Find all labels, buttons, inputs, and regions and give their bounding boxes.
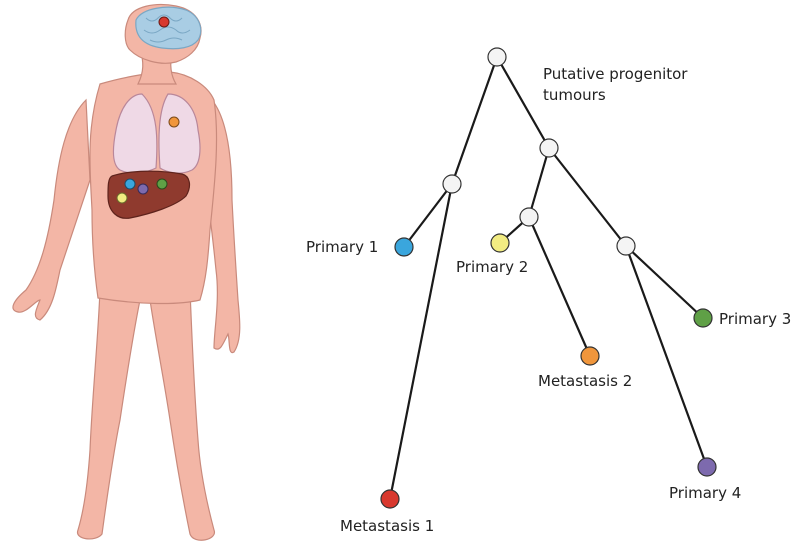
liver-dot-yellow (117, 193, 127, 203)
label-metastasis1: Metastasis 1 (340, 517, 434, 535)
leaf-node-primary1 (395, 238, 413, 256)
root-label-line1: Putative progenitor (543, 65, 688, 83)
liver-dot-purple (138, 184, 148, 194)
edge-d-primary4 (626, 246, 707, 467)
edge-root-b (497, 57, 549, 148)
progenitor-node-b (540, 139, 558, 157)
leaf-node-primary3 (694, 309, 712, 327)
edge-d-primary3 (626, 246, 703, 318)
progenitor-node-d (617, 237, 635, 255)
liver-dot-green (157, 179, 167, 189)
label-primary1: Primary 1 (306, 238, 378, 256)
brain-tumour-dot (159, 17, 169, 27)
label-primary4: Primary 4 (669, 484, 741, 502)
edge-b-d (549, 148, 626, 246)
leaf-node-primary4 (698, 458, 716, 476)
progenitor-node-a (443, 175, 461, 193)
leaf-node-primary2 (491, 234, 509, 252)
edge-a-metastasis1 (390, 184, 452, 499)
progenitor-node-root (488, 48, 506, 66)
liver-dot-blue (125, 179, 135, 189)
right-leg (150, 290, 214, 540)
label-primary2: Primary 2 (456, 258, 528, 276)
edge-root-a (452, 57, 497, 184)
leaf-node-metastasis1 (381, 490, 399, 508)
progenitor-node-c (520, 208, 538, 226)
left-arm (13, 100, 90, 320)
human-body-illustration (13, 5, 240, 541)
label-metastasis2: Metastasis 2 (538, 372, 632, 390)
edge-c-metastasis2 (529, 217, 590, 356)
left-leg (78, 290, 140, 539)
label-primary3: Primary 3 (719, 310, 791, 328)
root-label-line2: tumours (543, 86, 606, 104)
phylogenetic-tree: Putative progenitor tumours Primary 1 Pr… (306, 48, 791, 535)
lung-tumour-dot (169, 117, 179, 127)
brain (136, 7, 201, 48)
edge-b-c (529, 148, 549, 217)
leaf-node-metastasis2 (581, 347, 599, 365)
